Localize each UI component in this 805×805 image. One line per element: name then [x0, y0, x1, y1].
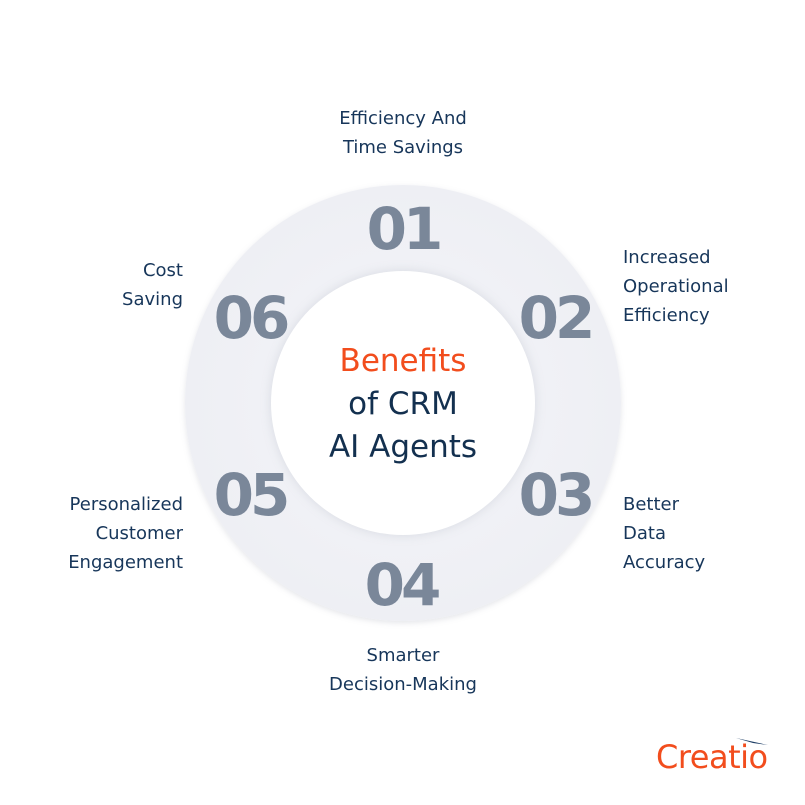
- label-line: Operational: [623, 276, 729, 297]
- step-number-03: 03: [518, 461, 596, 529]
- label-line: Cost: [142, 260, 183, 281]
- label-decision-making: Smarter Decision-Making: [283, 641, 523, 699]
- step-number-06: 06: [213, 284, 291, 352]
- label-line: Decision-Making: [329, 674, 477, 695]
- step-number-05: 05: [213, 461, 291, 529]
- label-line: Time Savings: [342, 137, 464, 158]
- label-line: Personalized: [69, 494, 183, 515]
- label-line: Engagement: [68, 552, 183, 573]
- diagram-title: Benefits of CRM AI Agents: [271, 340, 535, 469]
- step-number-01: 01: [366, 195, 444, 263]
- label-line: Efficiency And: [339, 108, 467, 129]
- label-line: Increased: [623, 247, 711, 268]
- label-operational-efficiency: Increased Operational Efficiency: [623, 243, 729, 330]
- label-line: Efficiency: [623, 305, 710, 326]
- step-number-04: 04: [364, 551, 442, 619]
- label-efficiency-time-savings: Efficiency And Time Savings: [283, 104, 523, 162]
- label-line: Accuracy: [623, 552, 706, 573]
- title-line-2: of CRM: [348, 386, 458, 422]
- label-customer-engagement: Personalized Customer Engagement: [0, 490, 183, 577]
- label-data-accuracy: Better Data Accuracy: [623, 490, 705, 577]
- creatio-logo: Creatio: [656, 738, 768, 776]
- logo-swoosh-icon: [736, 738, 768, 745]
- label-line: Data: [623, 523, 666, 544]
- step-number-02: 02: [518, 284, 596, 352]
- ring-inner: [271, 271, 535, 535]
- title-highlight: Benefits: [339, 343, 467, 379]
- label-line: Saving: [122, 289, 183, 310]
- title-line-3: AI Agents: [328, 429, 478, 465]
- label-cost-saving: Cost Saving: [0, 256, 183, 314]
- label-line: Smarter: [366, 645, 440, 666]
- label-line: Better: [623, 494, 680, 515]
- label-line: Customer: [95, 523, 183, 544]
